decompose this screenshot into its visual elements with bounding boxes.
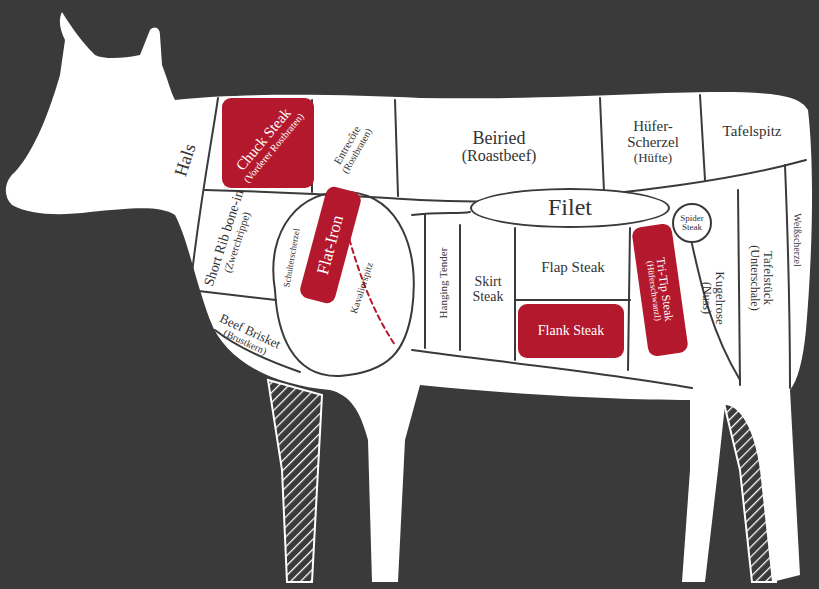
cow-body bbox=[6, 12, 812, 582]
cut-name: Flap Steak bbox=[541, 260, 605, 276]
text-group: Flat-Iron bbox=[307, 187, 354, 303]
cut-name: Flank Steak bbox=[538, 324, 605, 339]
cut-name: Schulterscherzel bbox=[282, 228, 302, 288]
text-group: Chuck Steak(Vorderer Rostbraten) bbox=[226, 96, 310, 189]
text-group: Tafelstück(Unterschale) bbox=[749, 203, 775, 353]
text-group: Hanging Tender bbox=[437, 221, 449, 346]
shoulder-outline bbox=[273, 192, 413, 376]
text-group: Short Rib bone-in(Zwerchrippe) bbox=[201, 184, 260, 297]
meat-cut: Beiried(Roastbeef) bbox=[398, 104, 600, 190]
text-group: Skirt Steak bbox=[462, 275, 514, 304]
cut-line bbox=[738, 190, 740, 385]
cut-name: Skirt Steak bbox=[462, 275, 514, 304]
cut-name: Kavalierspitz bbox=[349, 261, 375, 315]
cut-subname: (Hüfte) bbox=[634, 151, 672, 165]
cut-subname: (Unterschale) bbox=[749, 245, 762, 310]
meat-cut: Spider Steak bbox=[672, 203, 712, 243]
cut-lines bbox=[190, 95, 806, 388]
text-group: Entrecôte(Rostbraten) bbox=[317, 99, 386, 197]
meat-cut: Kugelrose(Nuss) bbox=[694, 233, 734, 363]
cut-name: Filet bbox=[548, 195, 592, 220]
cut-subname: (Roastbeef) bbox=[462, 148, 537, 165]
cut-line bbox=[514, 228, 516, 360]
cut-line bbox=[395, 100, 398, 196]
text-group: Weißscherzel bbox=[792, 180, 803, 300]
far-front-leg bbox=[268, 380, 322, 582]
cut-line bbox=[412, 212, 470, 215]
cut-name: Flat-Iron bbox=[314, 214, 347, 277]
text-group: Kugelrose(Nuss) bbox=[701, 233, 727, 363]
meat-cut: Skirt Steak bbox=[462, 250, 514, 330]
meat-cut: Beef Brisket(Brustkern) bbox=[184, 291, 311, 382]
cut-name: Weißscherzel bbox=[792, 213, 803, 267]
cut-name: Spider Steak bbox=[674, 214, 710, 233]
text-group: Kavalierspitz bbox=[343, 244, 381, 333]
text-group: Filet bbox=[472, 195, 668, 220]
cut-line bbox=[600, 98, 604, 192]
meat-cut: Entrecôte(Rostbraten) bbox=[310, 95, 395, 202]
meat-cut: Weißscherzel bbox=[789, 180, 805, 300]
meat-cut: Flap Steak bbox=[518, 238, 628, 298]
highlighted-cut: Flat-Iron bbox=[298, 185, 363, 305]
text-group: Tafelspitz bbox=[706, 124, 798, 140]
text-group: Flap Steak bbox=[518, 260, 628, 276]
cut-name: Tafelspitz bbox=[723, 124, 782, 140]
text-group: Beiried(Roastbeef) bbox=[398, 129, 600, 165]
text-group: Spider Steak bbox=[674, 214, 710, 233]
text-group: Hals bbox=[161, 110, 210, 211]
cut-line bbox=[628, 228, 630, 370]
highlighted-cut: Flank Steak bbox=[518, 304, 624, 358]
cut-line bbox=[690, 235, 740, 380]
cut-line bbox=[459, 225, 461, 350]
cut-line bbox=[424, 215, 426, 348]
text-group: Hüfer-Scherzel(Hüfte) bbox=[608, 119, 698, 164]
cut-line bbox=[190, 290, 276, 300]
cut-name: Beiried bbox=[473, 129, 526, 148]
text-group: Tri-Tip Steak(Hüferschwanzl) bbox=[640, 224, 680, 356]
cut-name: Hüfer-Scherzel bbox=[608, 119, 698, 151]
text-group: Flank Steak bbox=[518, 324, 624, 339]
meat-cut: Short Rib bone-in(Zwerchrippe) bbox=[188, 180, 271, 301]
cut-name: Hanging Tender bbox=[437, 248, 449, 319]
cut-name: Kugelrose bbox=[713, 271, 727, 324]
highlighted-cut: Chuck Steak(Vorderer Rostbraten) bbox=[222, 98, 314, 188]
meat-cut: Hanging Tender bbox=[430, 221, 456, 346]
meat-cut: Tafelspitz bbox=[706, 104, 798, 160]
cut-line bbox=[700, 95, 705, 180]
text-group: Beef Brisket(Brustkern) bbox=[189, 300, 308, 373]
cut-line bbox=[515, 299, 630, 301]
highlighted-cut: Tri-Tip Steak(Hüferschwanzl) bbox=[631, 223, 689, 357]
meat-cut: Filet bbox=[470, 188, 670, 228]
meat-cut: Hüfer-Scherzel(Hüfte) bbox=[608, 104, 698, 180]
meat-cut: Tafelstück(Unterschale) bbox=[742, 203, 782, 353]
cut-name: Hals bbox=[171, 141, 199, 178]
cut-line bbox=[785, 165, 790, 388]
meat-cut: Kavalierspitz bbox=[341, 243, 382, 333]
cut-subname: (Nuss) bbox=[701, 282, 714, 314]
cut-name: Tafelstück bbox=[761, 251, 775, 305]
meat-cut: Hals bbox=[155, 108, 214, 212]
